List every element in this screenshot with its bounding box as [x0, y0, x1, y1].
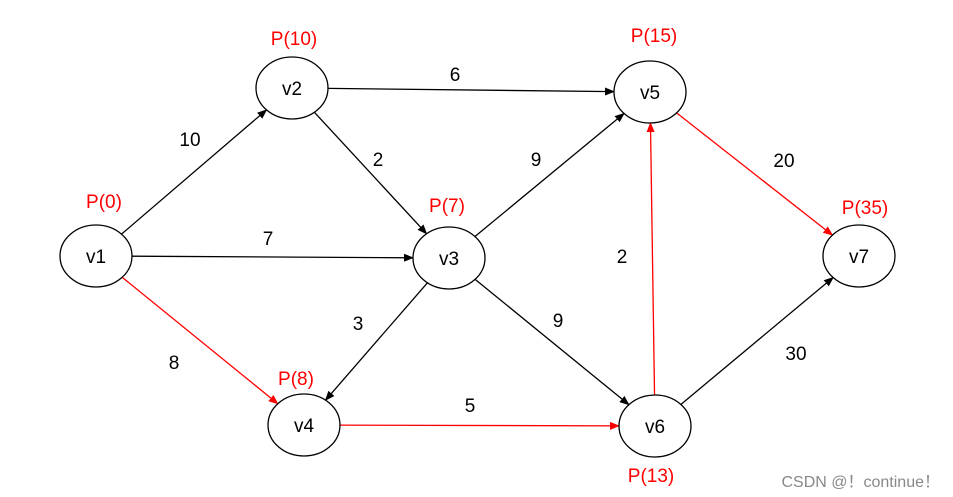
- potential-label-v5: P(15): [631, 26, 677, 47]
- potential-label-v2: P(10): [271, 29, 317, 50]
- node-v7-circle: [822, 224, 896, 288]
- node-v6-circle: [618, 394, 692, 458]
- edge-v3-v5: [474, 112, 625, 238]
- edge-v2-v3: [313, 111, 428, 235]
- node-v1: v1: [59, 224, 133, 288]
- node-v3-circle: [412, 226, 486, 290]
- edge-weight-v4-v6: 5: [465, 396, 476, 417]
- node-v5-label: v5: [640, 83, 660, 104]
- edge-weight-v1-v3: 7: [263, 229, 274, 250]
- edge-v3-v4: [324, 282, 428, 401]
- edge-weight-v3-v4: 3: [353, 314, 364, 335]
- edge-v6-v5: [646, 121, 656, 396]
- edge-v3-v6: [474, 278, 630, 406]
- node-v5: v5: [613, 60, 687, 124]
- node-v6-label: v6: [645, 417, 665, 438]
- edge-v2-v5: [327, 87, 616, 96]
- edge-v1-v3: [131, 253, 415, 262]
- node-v2: v2: [255, 56, 329, 120]
- potential-label-v3: P(7): [429, 196, 465, 217]
- edge-weight-v2-v3: 2: [373, 150, 384, 171]
- edge-weight-v2-v5: 6: [450, 65, 461, 86]
- edge-v4-v6: [339, 421, 621, 430]
- node-v1-label: v1: [86, 247, 106, 268]
- edge-weight-v6-v7: 30: [785, 344, 806, 365]
- edge-weight-v1-v2: 10: [179, 130, 200, 151]
- node-v4-label: v4: [294, 416, 315, 437]
- watermark: CSDN @！continue！: [781, 474, 940, 491]
- edge-weights-layer: 10 7 8 6 2 9 3 9 5 2 20 30: [169, 65, 807, 417]
- edge-weight-v3-v5: 9: [531, 150, 542, 171]
- edge-v6-v7: [680, 276, 834, 405]
- node-v7: v7: [822, 224, 896, 288]
- node-v5-circle: [613, 60, 687, 124]
- node-v1-circle: [59, 224, 133, 288]
- edge-weight-v6-v5: 2: [617, 247, 628, 268]
- node-v7-label: v7: [849, 247, 869, 268]
- edge-v1-v4: [121, 276, 279, 405]
- edge-weight-v3-v6: 9: [553, 311, 564, 332]
- node-v2-circle: [255, 56, 329, 120]
- node-v3-label: v3: [439, 249, 459, 270]
- edge-weight-v1-v4: 8: [169, 353, 180, 374]
- potential-label-v6: P(13): [628, 466, 674, 487]
- nodes-layer: v1 v2 v3 v4 v5 v6 v7: [59, 56, 896, 458]
- edge-v1-v2: [121, 109, 268, 235]
- node-v2-label: v2: [282, 79, 302, 100]
- edge-v5-v7: [676, 112, 834, 236]
- node-v4: v4: [267, 393, 341, 457]
- node-v4-circle: [267, 393, 341, 457]
- potential-label-v4: P(8): [278, 369, 314, 390]
- node-v6: v6: [618, 394, 692, 458]
- edges-layer: [121, 87, 834, 430]
- node-v3: v3: [412, 226, 486, 290]
- potential-label-v1: P(0): [86, 192, 122, 213]
- potential-label-v7: P(35): [842, 198, 888, 219]
- edge-weight-v5-v7: 20: [773, 151, 794, 172]
- potential-labels-layer: P(0) P(10) P(7) P(8) P(15) P(13) P(35): [86, 26, 888, 487]
